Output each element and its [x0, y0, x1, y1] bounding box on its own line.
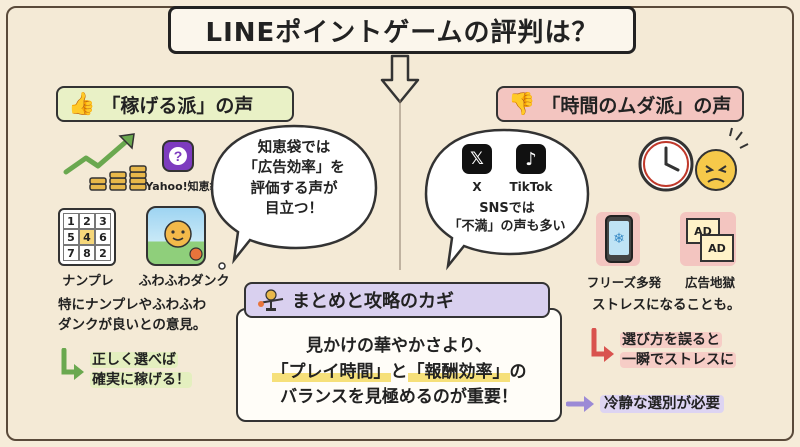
- bad-conclusion-line: 選び方を誤ると: [620, 332, 722, 348]
- purple-arrow-icon: [566, 396, 594, 412]
- chiebukuro-bubble-text: 知恵袋では 「広告効率」を 評価する声が 目立つ！: [226, 138, 362, 219]
- down-arrow-icon: [380, 54, 420, 104]
- summary-connector: の: [509, 361, 527, 382]
- green-turn-arrow-icon: [61, 348, 84, 380]
- svg-text:?: ?: [174, 148, 183, 164]
- rising-coins-icon: [63, 133, 147, 191]
- bad-conclusion-line: 一瞬でストレスに: [620, 352, 736, 369]
- bad-header: 👎 「時間のムダ派」の声: [496, 86, 744, 122]
- fuwafuwa-label: ふわふわダンク: [138, 274, 230, 289]
- tiktok-label: TikTok: [509, 180, 553, 194]
- title-banner: LINEポイントゲームの評判は？: [168, 6, 636, 54]
- yahoo-label: Yahoo!知恵袋: [145, 180, 221, 193]
- good-conclusion: 正しく選べば 確実に稼げる！: [90, 350, 210, 391]
- good-header: 👍 「稼げる派」の声: [56, 86, 294, 122]
- summary-highlight: 「プレイ時間」: [271, 361, 391, 382]
- sudoku-cell: 7: [63, 245, 79, 261]
- good-description: 特にナンプレやふわふわ ダンクが良いとの意見。: [58, 296, 258, 335]
- bubble-line: 知恵袋では: [257, 140, 331, 156]
- yahoo-chiebukuro-icon: ?: [162, 140, 194, 172]
- fuwafuwa-dunk-game-icon: [146, 206, 206, 266]
- scale-icon: [258, 289, 284, 311]
- frozen-phone-icon: ❄: [605, 215, 633, 263]
- good-desc-line: 特にナンプレやふわふわ: [58, 297, 207, 313]
- tiktok-logo-icon: ♪: [516, 144, 546, 174]
- summary-header-label: まとめと攻略のカギ: [292, 291, 454, 312]
- nanpure-game-icon: 1 2 3 5 4 6 7 8 2: [58, 208, 116, 266]
- bubble-line: 「不満」の声も多い: [448, 218, 566, 234]
- thumbs-up-icon: 👍: [68, 91, 96, 117]
- sudoku-cell: 8: [79, 245, 95, 261]
- sns-speech-bubble: [424, 128, 590, 271]
- red-turn-arrow-icon: [591, 328, 614, 362]
- nanpure-label: ナンプレ: [62, 274, 114, 289]
- bad-header-label: 「時間のムダ派」の声: [541, 94, 732, 117]
- x-logo-icon: 𝕏: [462, 144, 492, 174]
- ad-hell-label: 広告地獄: [684, 275, 735, 290]
- bubble-line: 「広告効率」を: [243, 160, 345, 177]
- summary-connector: と: [390, 361, 408, 382]
- summary-text: 見かけの華やかさより、 「プレイ時間」と「報酬効率」の バランスを見極めるのが重…: [236, 334, 562, 411]
- summary-line: 見かけの華やかさより、: [306, 336, 492, 356]
- sudoku-cell: 5: [63, 229, 79, 245]
- sudoku-cell: 6: [95, 229, 111, 245]
- sudoku-cell: 2: [79, 213, 95, 229]
- sudoku-cell: 4: [79, 229, 95, 245]
- bad-conclusion: 選び方を誤ると 一瞬でストレスに: [620, 330, 760, 371]
- good-desc-line: ダンクが良いとの意見。: [58, 316, 207, 333]
- summary-highlight: 「報酬効率」: [407, 361, 510, 382]
- sudoku-cell: 2: [95, 245, 111, 261]
- freeze-label: フリーズ多発: [586, 275, 662, 290]
- bubble-line: SNSでは: [479, 201, 535, 216]
- sns-bubble-text: SNSでは 「不満」の声も多い: [432, 200, 582, 235]
- bubble-line: 目立つ！: [265, 200, 323, 217]
- need-selection-label: 冷静な選別が必要: [600, 395, 724, 413]
- clock-stress-icon: [638, 127, 749, 192]
- sudoku-cell: 1: [63, 213, 79, 229]
- good-conclusion-line: 確実に稼げる！: [90, 372, 192, 389]
- good-conclusion-line: 正しく選べば: [90, 352, 178, 368]
- bubble-line: 評価する声が: [250, 180, 338, 197]
- sudoku-cell: 3: [95, 213, 111, 229]
- need-selection-text: 冷静な選別が必要: [600, 392, 770, 413]
- chiebukuro-speech-bubble: [210, 124, 378, 270]
- svg-text:❄: ❄: [613, 231, 625, 247]
- thumbs-down-icon: 👎: [508, 91, 536, 117]
- summary-header: まとめと攻略のカギ: [244, 282, 550, 318]
- x-label: X: [472, 180, 482, 194]
- good-header-label: 「稼げる派」の声: [101, 94, 254, 117]
- ad-window-icon: AD: [700, 234, 734, 262]
- summary-line: バランスを見極めるのが重要！: [280, 387, 518, 407]
- bad-description: ストレスになることも。: [592, 297, 741, 313]
- center-divider: [399, 100, 401, 270]
- page-title: LINEポイントゲームの評判は？: [205, 17, 599, 48]
